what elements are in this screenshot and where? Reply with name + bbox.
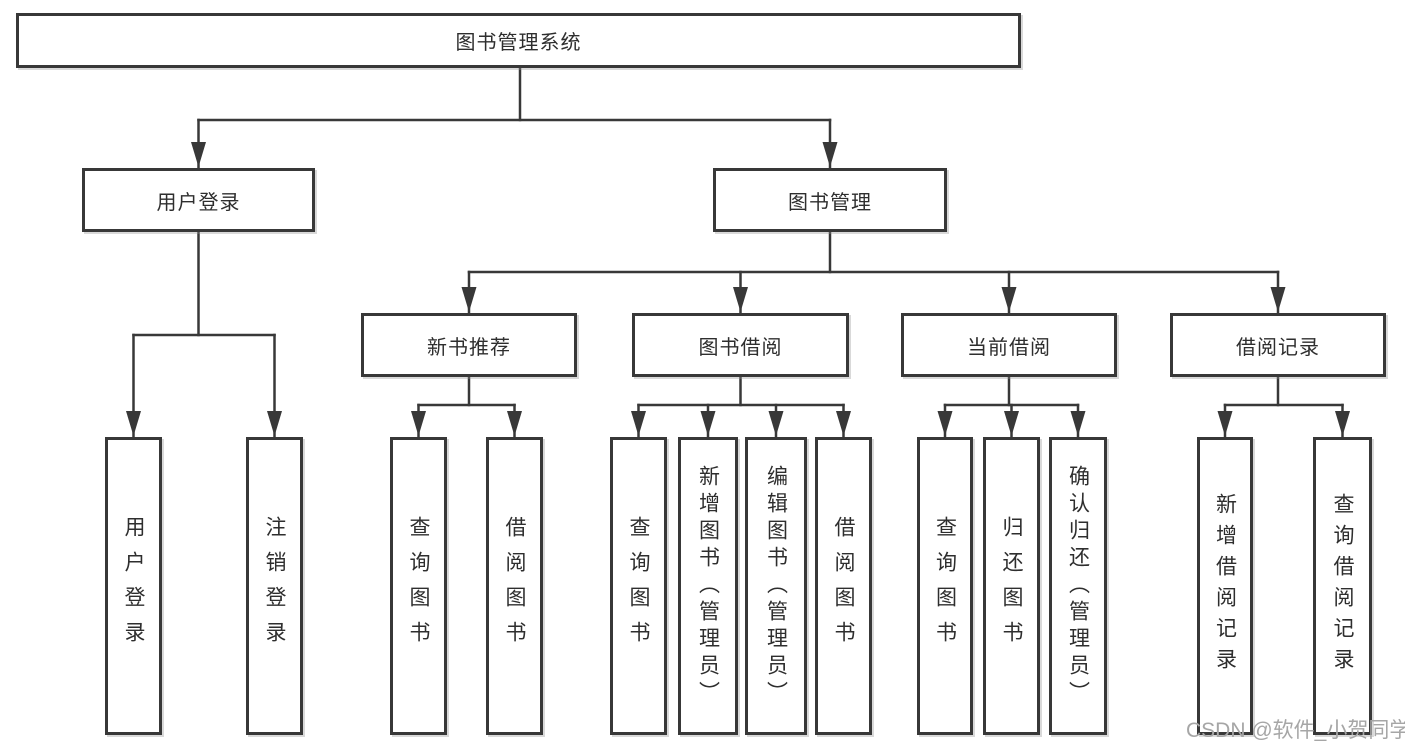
leaf-add-books-admin: 新增图书（管理员） (678, 437, 738, 735)
node-label: 新书推荐 (427, 336, 511, 359)
leaf-label: 确认归还（管理员） (1066, 464, 1090, 708)
node-label: 图书管理 (788, 191, 872, 214)
leaf-label: 编辑图书（管理员） (764, 464, 788, 708)
leaf-query-books: 查询图书 (610, 437, 667, 735)
leaf-label: 查询图书 (933, 516, 957, 656)
leaf-label: 借阅图书 (832, 516, 855, 656)
node-borrowing-records: 借阅记录 (1170, 313, 1386, 377)
node-book-borrowing: 图书借阅 (632, 313, 849, 377)
node-label: 图书借阅 (698, 336, 783, 359)
node-user-login-branch: 用户登录 (82, 168, 315, 232)
leaf-label: 新增图书（管理员） (696, 464, 720, 708)
leaf-label: 查询图书 (407, 516, 430, 656)
leaf-query-borrow-record: 查询借阅记录 (1313, 437, 1372, 735)
node-label: 图书管理系统 (455, 32, 582, 54)
node-label: 当前借阅 (967, 336, 1051, 359)
leaf-label: 归还图书 (1000, 516, 1023, 656)
leaf-label: 查询图书 (627, 516, 650, 656)
leaf-label: 用户登录 (122, 516, 145, 656)
node-book-management-branch: 图书管理 (713, 168, 947, 232)
leaf-add-borrow-record: 新增借阅记录 (1197, 437, 1253, 735)
leaf-logout: 注销登录 (246, 437, 303, 735)
leaf-user-login: 用户登录 (105, 437, 162, 735)
leaf-label: 查询借阅记录 (1331, 493, 1354, 679)
node-current-borrowing: 当前借阅 (901, 313, 1117, 377)
leaf-borrow-books: 借阅图书 (815, 437, 872, 735)
leaf-borrow-books: 借阅图书 (486, 437, 543, 735)
leaf-query-books: 查询图书 (917, 437, 973, 735)
leaf-confirm-return-admin: 确认归还（管理员） (1049, 437, 1107, 735)
leaf-return-books: 归还图书 (983, 437, 1040, 735)
leaf-query-books: 查询图书 (390, 437, 447, 735)
node-library-management-system: 图书管理系统 (16, 13, 1021, 68)
leaf-label: 注销登录 (263, 516, 286, 656)
leaf-label: 新增借阅记录 (1213, 493, 1237, 679)
node-label: 用户登录 (156, 191, 241, 214)
csdn-watermark: CSDN @软件_小贺同学 (1186, 719, 1405, 742)
node-new-book-recommendation: 新书推荐 (361, 313, 577, 377)
leaf-edit-books-admin: 编辑图书（管理员） (745, 437, 807, 735)
leaf-label: 借阅图书 (503, 516, 526, 656)
node-label: 借阅记录 (1236, 336, 1320, 359)
